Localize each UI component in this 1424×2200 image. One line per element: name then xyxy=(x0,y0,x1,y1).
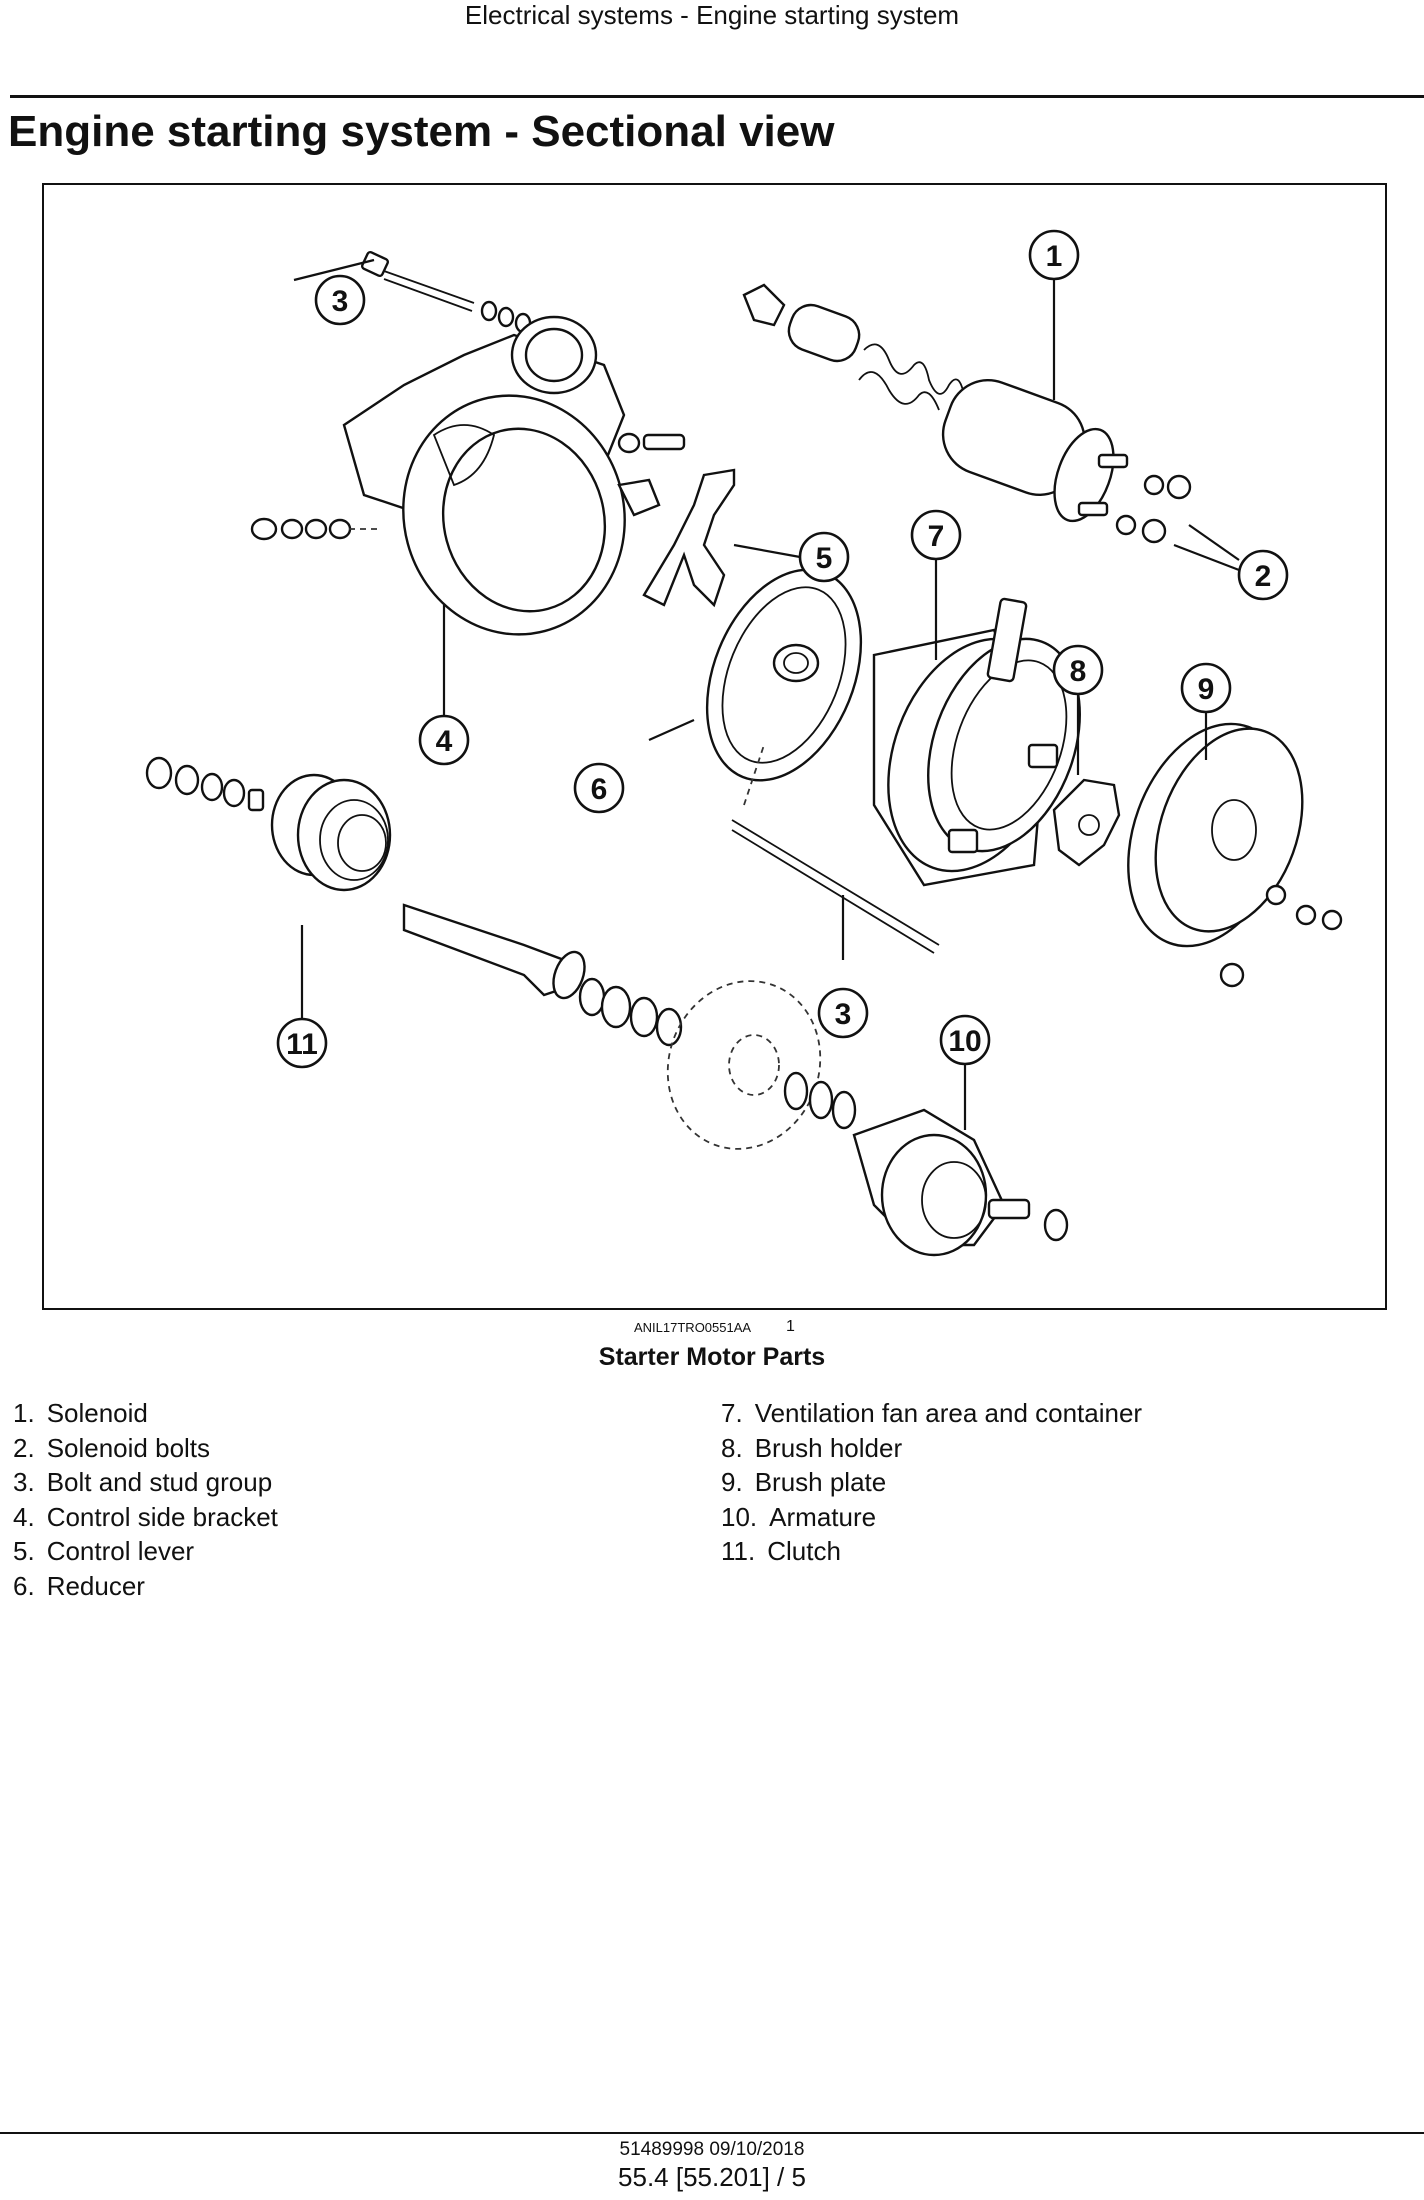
callout-6: 6 xyxy=(573,762,625,814)
svg-text:6: 6 xyxy=(591,773,608,806)
bracket-washers xyxy=(250,432,686,541)
callout-10: 10 xyxy=(939,1014,991,1066)
list-item: 6.Reducer xyxy=(13,1570,145,1601)
svg-text:3: 3 xyxy=(835,998,852,1031)
callout-3-middle: 3 xyxy=(817,987,869,1039)
figure-caption: Starter Motor Parts xyxy=(598,1343,826,1371)
list-item: 9.Brush plate xyxy=(721,1467,887,1497)
footer-rule xyxy=(0,2132,1424,2134)
list-item: 5.Control lever xyxy=(13,1536,195,1566)
svg-text:1: 1 xyxy=(1046,240,1063,273)
svg-text:10: 10 xyxy=(948,1025,981,1058)
running-header: Electrical systems - Engine starting sys… xyxy=(464,0,960,30)
svg-text:5: 5 xyxy=(816,542,833,575)
solenoid-nuts xyxy=(1115,474,1192,544)
header-rule xyxy=(10,95,1424,98)
brush-plate xyxy=(1127,722,1343,988)
list-item: 11.Clutch xyxy=(721,1536,841,1566)
list-item: 4.Control side bracket xyxy=(13,1501,278,1532)
callout-9: 9 xyxy=(1180,662,1232,714)
armature xyxy=(852,1108,1069,1257)
svg-text:3: 3 xyxy=(332,285,349,318)
figure-code: ANIL17TRO0551AA xyxy=(634,1320,752,1335)
list-item: 10.Armature xyxy=(721,1501,877,1532)
control-side-bracket xyxy=(342,315,626,636)
list-item: 1.Solenoid xyxy=(13,1398,148,1428)
callout-5: 5 xyxy=(798,531,850,583)
leader-lines xyxy=(293,258,1240,1130)
reducer xyxy=(705,568,863,782)
callout-8: 8 xyxy=(1052,644,1104,696)
callout-7: 7 xyxy=(910,509,962,561)
svg-text:9: 9 xyxy=(1198,673,1215,706)
through-stud xyxy=(731,744,940,954)
exploded-diagram-frame: 1 2 3 4 5 6 7 8 9 3 10 1 xyxy=(42,183,1387,1310)
list-item: 8.Brush holder xyxy=(721,1432,903,1463)
svg-text:2: 2 xyxy=(1255,560,1272,593)
svg-text:7: 7 xyxy=(928,520,945,553)
brush-holder xyxy=(1052,778,1121,867)
callout-3-top: 3 xyxy=(314,274,366,326)
pinion-shaft xyxy=(402,903,683,1047)
clutch-washers xyxy=(145,756,265,812)
clutch xyxy=(270,773,392,892)
parts-list-left: 1.Solenoid 2.Solenoid bolts 3.Bolt and s… xyxy=(13,1396,278,1603)
list-item: 7.Ventilation fan area and container xyxy=(721,1398,1143,1428)
list-item: 3.Bolt and stud group xyxy=(13,1467,273,1497)
document-id: 51489998 09/10/2018 xyxy=(619,2139,805,2160)
starter-motor-exploded-diagram: 1 2 3 4 5 6 7 8 9 3 10 1 xyxy=(145,229,1343,1257)
control-lever xyxy=(642,468,736,608)
callout-11: 11 xyxy=(276,1017,328,1069)
list-item: 2.Solenoid bolts xyxy=(13,1432,211,1463)
callout-2: 2 xyxy=(1237,549,1289,601)
page-title: Engine starting system - Sectional view xyxy=(8,107,835,156)
callout-1: 1 xyxy=(1028,229,1080,281)
parts-list-right: 7.Ventilation fan area and container 8.B… xyxy=(721,1396,1142,1569)
svg-text:4: 4 xyxy=(436,725,453,758)
yoke-container xyxy=(872,597,1081,887)
svg-text:11: 11 xyxy=(286,1028,318,1061)
svg-text:8: 8 xyxy=(1070,655,1087,688)
callout-4: 4 xyxy=(418,714,470,766)
page-reference: 55.4 [55.201] / 5 xyxy=(618,2162,806,2192)
hidden-gear-outline xyxy=(666,980,857,1150)
solenoid xyxy=(742,283,1129,523)
figure-number: 1 xyxy=(786,1318,795,1335)
bolt-top xyxy=(361,250,532,334)
